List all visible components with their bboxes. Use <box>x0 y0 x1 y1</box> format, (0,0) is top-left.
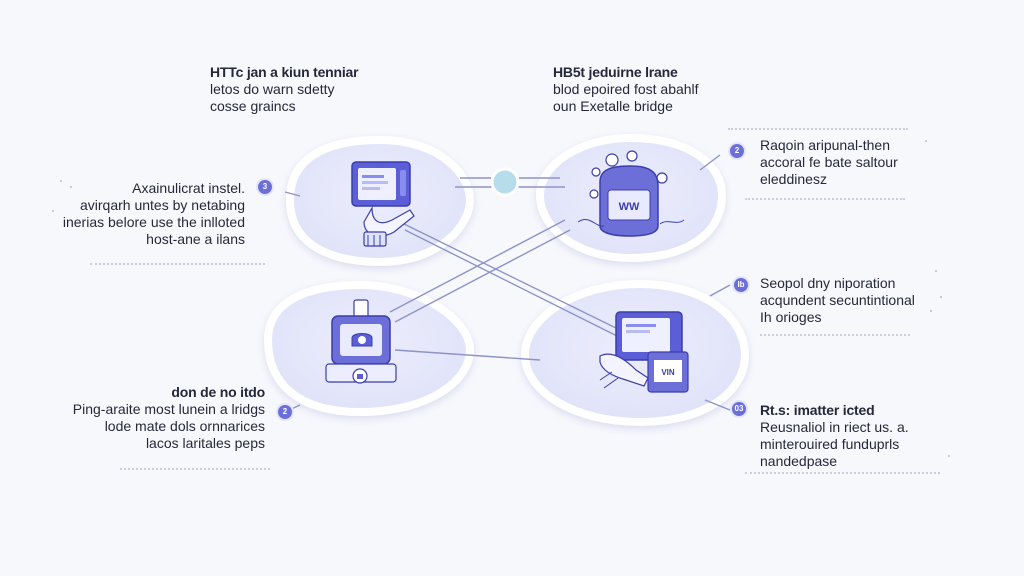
callout-right-top-line-3: eleddinesz <box>760 171 827 187</box>
callout-right-mid-badge: Ib <box>734 278 748 292</box>
callout-right-mid-line-3: Ih orioges <box>760 309 822 325</box>
callout-left-mid-line-4: host-ane a ilans <box>146 231 245 247</box>
callout-bottom-right-line-1: Reusnaliol in riect us. a. <box>760 419 909 435</box>
callout-top-center-title: HB5t jeduirne lrane <box>553 64 678 80</box>
divider-left-mid <box>90 263 265 265</box>
divider-right-top <box>745 198 905 200</box>
link-bl-tr-2 <box>394 229 571 323</box>
device-label-bottom-right: VIN <box>661 368 675 377</box>
pointer-left-mid <box>284 191 301 197</box>
pointer-bottom-right <box>704 399 731 411</box>
callout-left-mid-line-1: Axainulicrat instel. <box>132 180 245 196</box>
callout-bottom-left-title: don de no itdo <box>171 384 265 400</box>
decor-speck <box>70 186 72 188</box>
callout-bottom-right-line-3: nandedpase <box>760 453 838 469</box>
callout-left-mid-badge: 3 <box>258 180 272 194</box>
laptop-with-hand-icon <box>351 161 415 247</box>
callout-top-left-title: HTTc jan a kiun tenniar <box>210 64 359 80</box>
callout-top-left-line-1: letos do warn sdetty <box>210 81 335 97</box>
callout-top-center: HB5t jeduirne lrane blod epoired fost ab… <box>553 64 699 115</box>
callout-bottom-left: don de no itdo Ping-araite most lunein a… <box>60 384 265 452</box>
pointer-right-top <box>699 154 721 171</box>
callout-bottom-right-line-2: minterouired funduprls <box>760 436 900 452</box>
callout-right-mid-line-2: acqundent secuntintional <box>760 292 915 308</box>
callout-left-mid: Axainulicrat instel. avirqarh untes by n… <box>40 180 245 248</box>
callout-left-mid-line-3: inerias belore use the inlloted <box>62 214 245 230</box>
decor-speck <box>60 180 62 182</box>
divider-bottom-right <box>745 472 940 474</box>
link-tl-br-1 <box>399 221 621 331</box>
callout-right-top-line-1: Raqoin aripunal-then <box>760 137 890 153</box>
callout-top-left: HTTc jan a kiun tenniar letos do warn sd… <box>210 64 359 115</box>
decor-speck <box>925 140 927 142</box>
callout-bottom-left-line-3: lacos laritales peps <box>145 435 265 451</box>
callout-left-mid-line-2: avirqarh untes by netabing <box>80 197 245 213</box>
callout-bottom-left-line-2: lode mate dols ornnarices <box>104 418 265 434</box>
callout-top-center-line-2: oun Exetalle bridge <box>553 98 673 114</box>
callout-bottom-right-title: Rt.s: imatter icted <box>760 402 875 418</box>
callout-right-top-line-2: accoral fe bate saltour <box>760 154 898 170</box>
callout-bottom-left-badge: 2 <box>278 405 292 419</box>
callout-bottom-left-line-1: Ping-araite most lunein a lridgs <box>72 401 265 417</box>
callout-top-left-line-2: cosse graincs <box>210 98 296 114</box>
monitor-with-hand-icon: VIN <box>599 311 689 393</box>
decor-speck <box>940 296 942 298</box>
decor-speck <box>935 270 937 272</box>
divider-right-top-upper <box>728 128 908 130</box>
divider-right-mid <box>760 334 910 336</box>
bridge-node <box>490 167 520 197</box>
callout-right-top: Raqoin aripunal-then accoral fe bate sal… <box>760 137 898 188</box>
decor-speck <box>930 310 932 312</box>
callout-right-mid: Seopol dny niporation acqundent secuntin… <box>760 275 915 326</box>
device-label-top-right: WW <box>619 201 640 213</box>
callout-right-top-badge: 2 <box>730 144 744 158</box>
decor-speck <box>52 210 54 212</box>
link-tl-br-2 <box>404 229 626 341</box>
callout-bottom-right-badge: 03 <box>732 402 746 416</box>
decor-speck <box>948 455 950 457</box>
secure-terminal-icon <box>325 299 397 384</box>
callout-bottom-right: Rt.s: imatter icted Reusnaliol in riect … <box>760 402 909 470</box>
callout-right-mid-line-1: Seopol dny niporation <box>760 275 896 291</box>
callout-top-center-line-1: blod epoired fost abahlf <box>553 81 699 97</box>
link-bl-br <box>394 349 541 361</box>
link-bl-tr-1 <box>389 219 566 313</box>
cloud-server-icon: WW <box>577 150 685 237</box>
pointer-right-mid <box>709 284 731 297</box>
divider-bottom-left <box>120 468 270 470</box>
